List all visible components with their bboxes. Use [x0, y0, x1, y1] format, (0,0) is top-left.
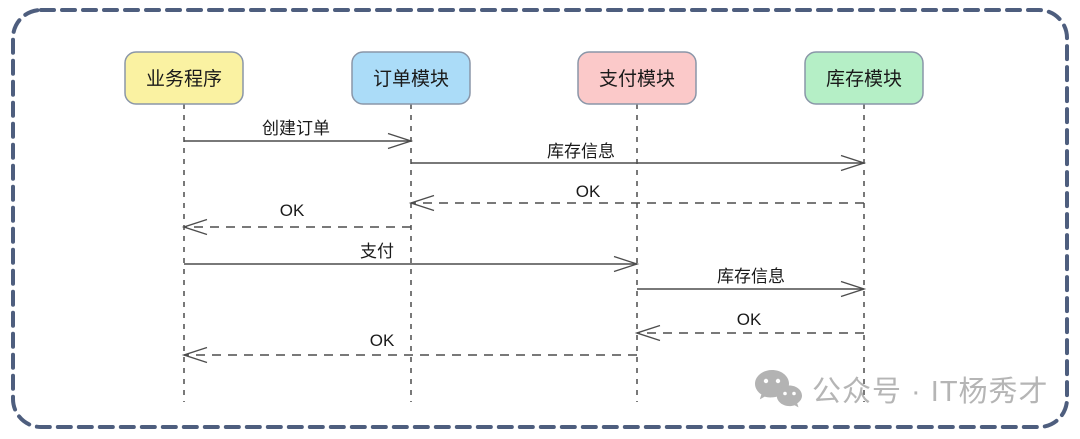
- message-arrowhead-3: [181, 218, 208, 236]
- message-label-5: 库存信息: [717, 267, 785, 286]
- participant-label-order: 订单模块: [373, 68, 449, 90]
- message-arrowhead-5: [840, 280, 867, 298]
- participant-label-business: 业务程序: [146, 68, 222, 90]
- message-label-7: OK: [370, 331, 395, 350]
- outer-dashed-frame: [11, 8, 1069, 429]
- participant-box-payment[interactable]: [577, 51, 697, 105]
- message-arrowhead-1: [840, 154, 867, 172]
- participant-box-order[interactable]: [351, 51, 471, 105]
- participant-box-business[interactable]: [124, 51, 244, 105]
- message-label-0: 创建订单: [262, 119, 330, 138]
- message-label-4: 支付: [360, 242, 394, 261]
- message-arrowhead-0: [387, 132, 414, 150]
- message-arrowhead-2: [408, 194, 435, 212]
- participant-label-inventory: 库存模块: [826, 68, 902, 90]
- message-label-6: OK: [737, 310, 762, 329]
- message-arrowhead-7: [181, 346, 208, 364]
- message-label-2: OK: [576, 182, 601, 201]
- message-label-3: OK: [280, 201, 305, 220]
- participant-label-payment: 支付模块: [599, 68, 675, 90]
- message-arrowhead-6: [634, 324, 661, 342]
- participant-box-inventory[interactable]: [804, 51, 924, 105]
- message-label-1: 库存信息: [547, 142, 615, 161]
- message-arrowhead-4: [613, 255, 640, 273]
